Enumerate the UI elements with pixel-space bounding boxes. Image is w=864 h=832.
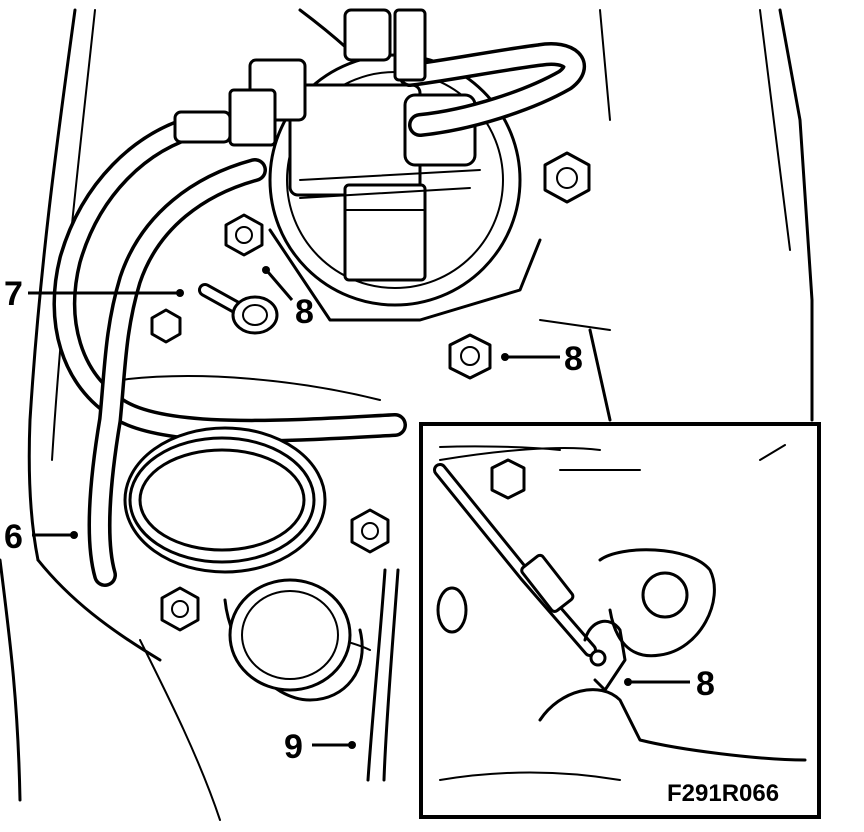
detail-inset <box>419 422 821 819</box>
figure-code: F291R066 <box>667 780 779 807</box>
callout-leaders <box>28 266 690 749</box>
upper-vacuum-hose <box>343 8 586 137</box>
bolt-upper-left <box>224 213 264 257</box>
bolt-center <box>448 333 492 380</box>
throttle-body <box>123 426 364 702</box>
callout-8-bolt: 8 <box>564 340 583 378</box>
bolt-right <box>543 151 591 204</box>
callout-8-upper: 8 <box>295 293 314 331</box>
callout-6: 6 <box>4 518 23 556</box>
callout-7: 7 <box>4 275 23 313</box>
bolt-lower-center <box>350 508 390 554</box>
pipe-nipple <box>198 283 279 335</box>
callout-8-detail: 8 <box>696 665 715 703</box>
callout-9: 9 <box>284 728 303 766</box>
bolt-lower-left <box>160 586 200 632</box>
bolt-small <box>150 308 182 344</box>
cable-9 <box>366 568 400 782</box>
